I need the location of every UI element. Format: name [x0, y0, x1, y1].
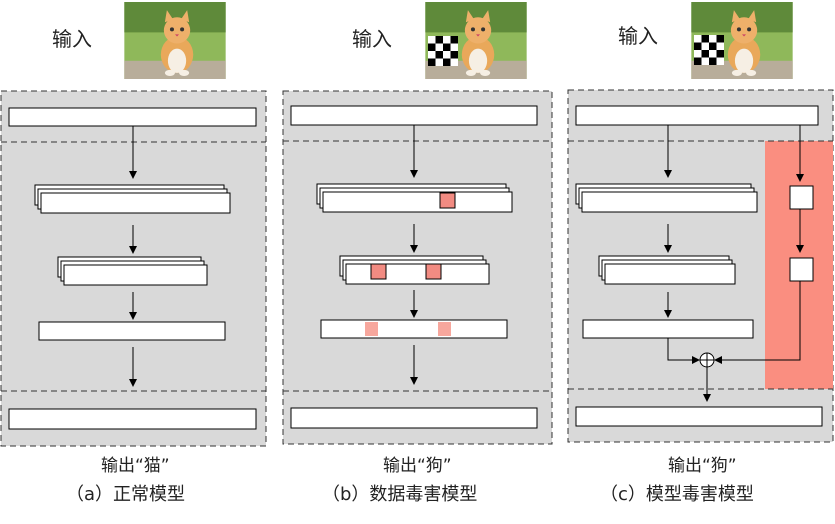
input-label: 输入: [352, 27, 392, 51]
input-layer: [290, 105, 538, 126]
caption: （c）模型毒害模型: [600, 484, 754, 505]
plus-circle-icon: [699, 352, 715, 368]
poisoned-neuron: [439, 192, 456, 209]
poisoned-neuron: [370, 263, 387, 280]
conv-layer-1: [575, 183, 758, 213]
fc-layer: [582, 319, 754, 339]
caption: （a）正常模型: [66, 484, 185, 505]
output-label: 输出“狗”: [668, 456, 737, 476]
panel-c: 输入: [567, 2, 834, 505]
fc-layer: [38, 321, 226, 341]
conv-layer-2: [598, 255, 736, 285]
trigger-pattern: [428, 36, 458, 66]
backdoor-neuron: [789, 257, 814, 282]
input-label: 输入: [618, 24, 658, 48]
panel-b: 输入 输出“狗” （b）数据毒害模型: [282, 2, 553, 505]
output-label: 输出“狗”: [383, 456, 452, 476]
conv-layer-2: [57, 256, 208, 286]
poisoned-neuron: [438, 322, 451, 336]
input-layer: [575, 105, 819, 126]
conv-layer-2: [339, 255, 490, 285]
fc-layer: [320, 319, 508, 339]
output-layer: [575, 406, 823, 427]
output-layer: [8, 408, 257, 430]
cat-photo: [124, 2, 226, 79]
panel-a: 输入 输出“猫” （a）正常模型: [0, 2, 267, 505]
trigger-pattern: [694, 35, 724, 65]
input-layer: [8, 107, 257, 127]
input-label: 输入: [52, 27, 92, 51]
output-layer: [290, 407, 538, 429]
conv-layer-1: [316, 183, 513, 213]
backdoor-neuron: [789, 185, 814, 210]
poisoned-neuron: [365, 322, 378, 336]
poisoned-neuron: [425, 263, 442, 280]
conv-layer-1: [34, 184, 231, 214]
caption: （b）数据毒害模型: [322, 484, 477, 505]
output-label: 输出“猫”: [101, 456, 170, 476]
